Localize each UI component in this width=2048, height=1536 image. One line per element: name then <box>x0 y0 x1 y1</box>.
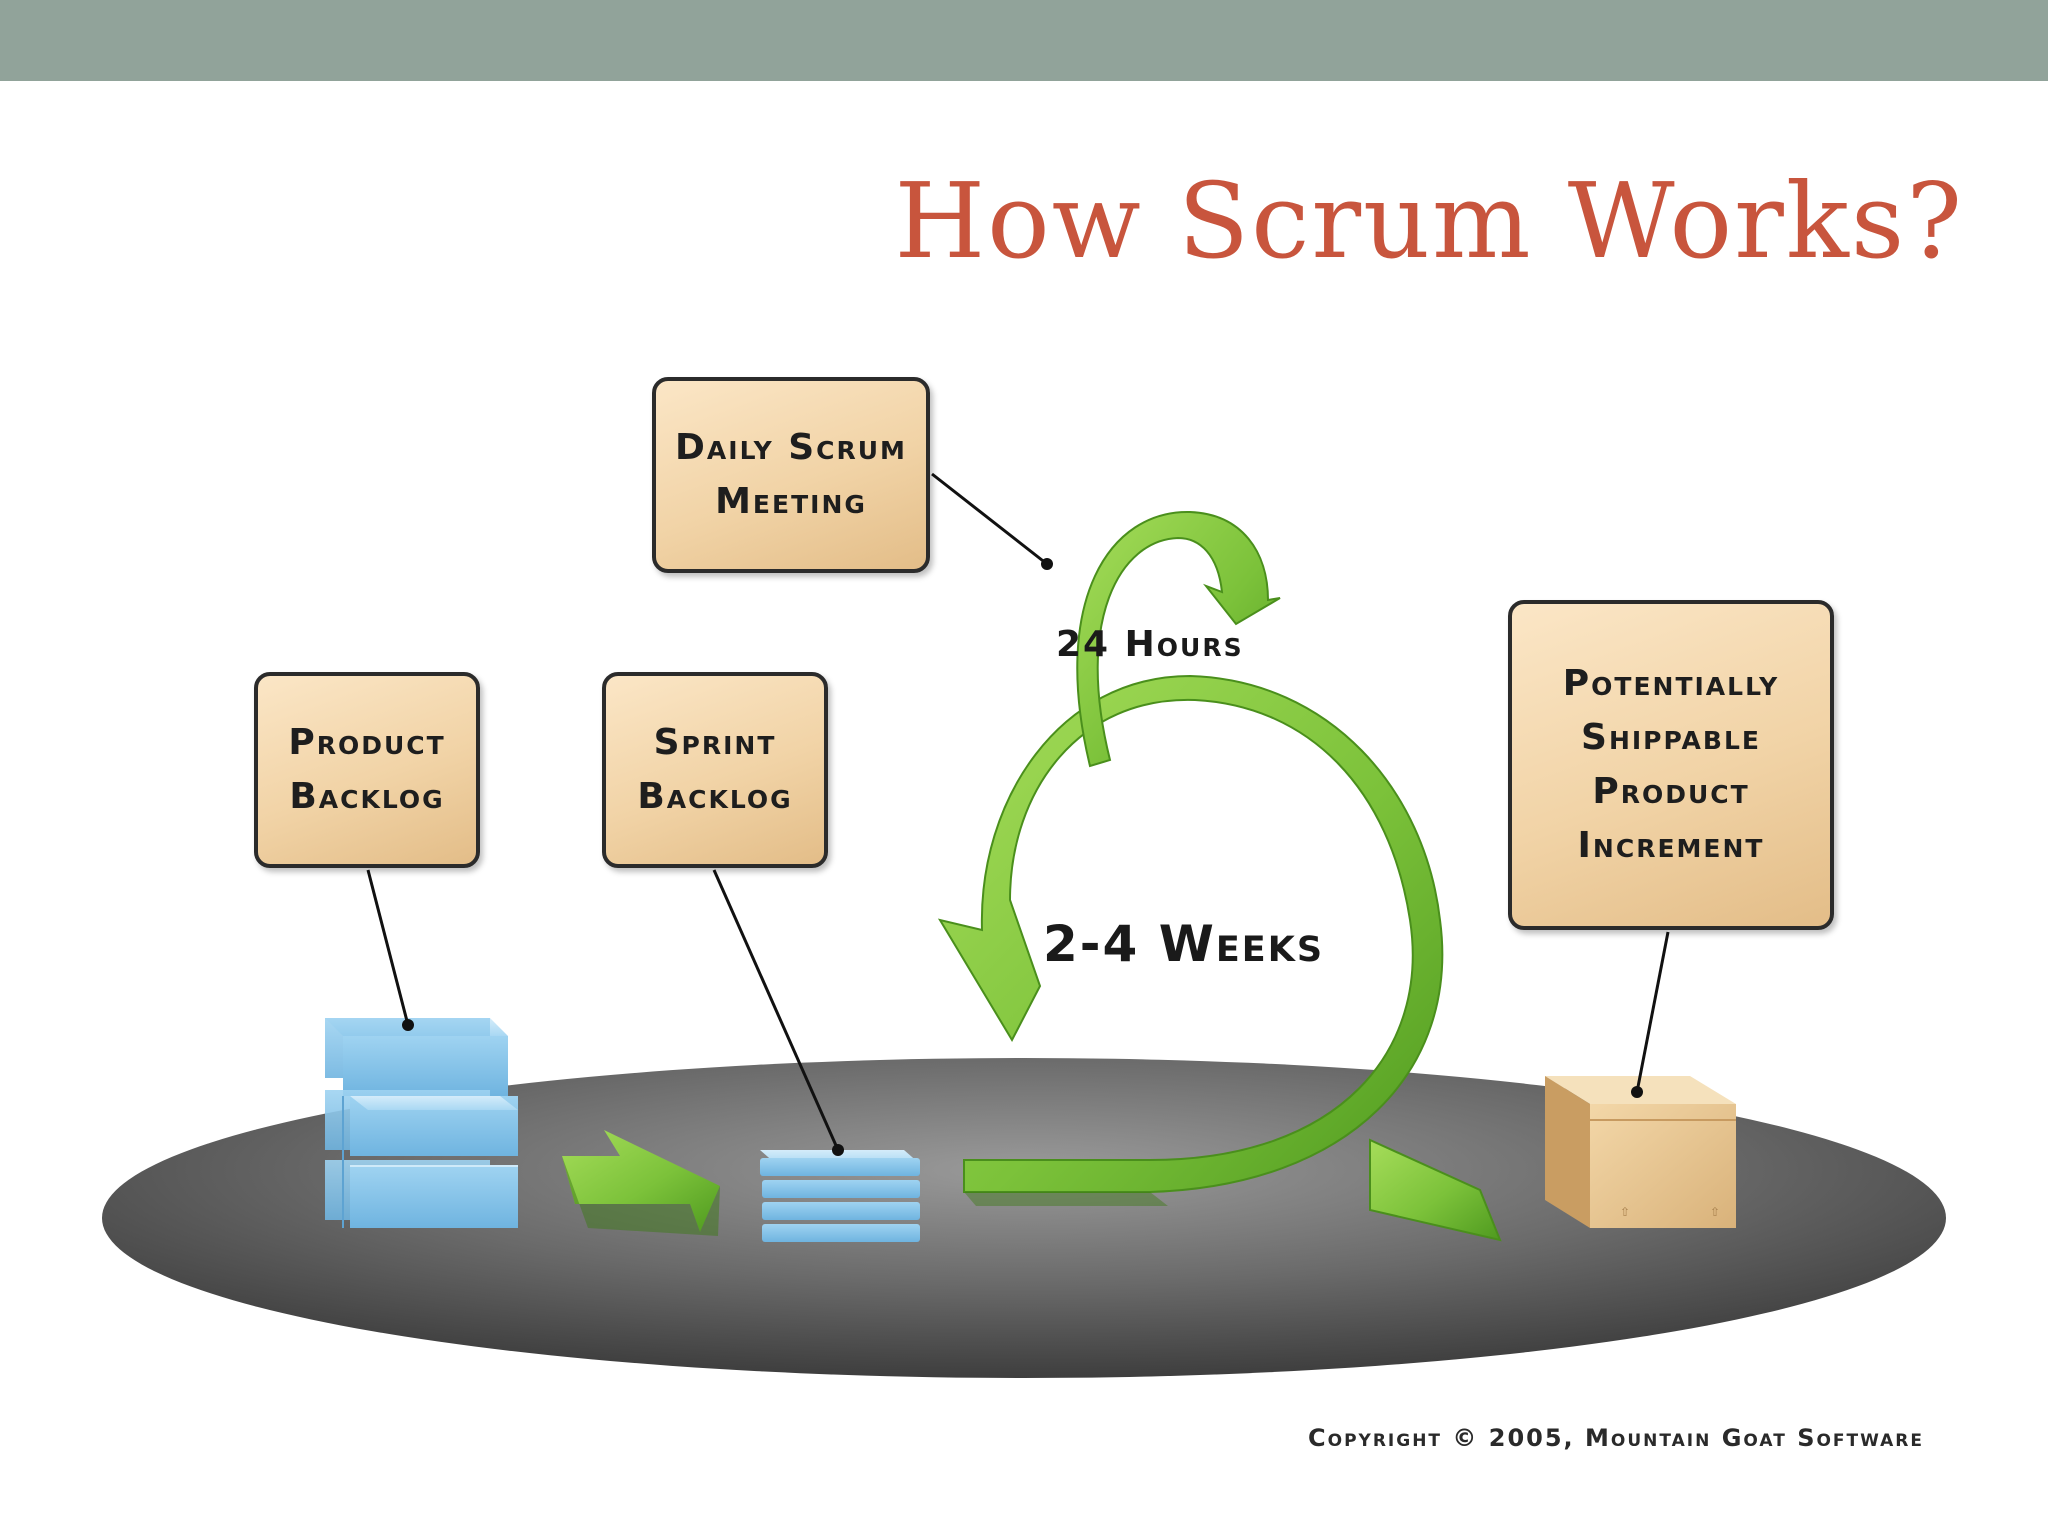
daily-scrum-label-line-2: Meeting <box>715 481 867 522</box>
increment-box: Potentially Shippable Product Increment <box>1508 600 1834 930</box>
sprint-loop-arrow-icon <box>937 674 1502 1242</box>
daily-cycle-label: 24 Hours <box>1056 624 1244 665</box>
top-bar <box>0 0 2048 81</box>
platform <box>102 1058 1946 1378</box>
product-backlog-label-line-2: Backlog <box>289 776 445 817</box>
svg-text:⇧: ⇧ <box>1620 1205 1630 1219</box>
sprint-backlog-stack-icon <box>760 1150 920 1242</box>
sprint-backlog-label-line-2: Backlog <box>637 776 793 817</box>
flow-arrow-icon <box>562 1130 720 1236</box>
sprint-backlog-label-line-1: Sprint <box>653 722 777 763</box>
svg-text:⇧: ⇧ <box>1710 1205 1720 1219</box>
increment-label-line-3: Product <box>1592 771 1750 812</box>
sprint-backlog-box: Sprint Backlog <box>602 672 828 868</box>
slide-title: How Scrum Works? <box>894 160 1964 282</box>
daily-scrum-box: Daily Scrum Meeting <box>652 377 930 573</box>
connector-lines <box>366 472 1670 1151</box>
copyright-notice: Copyright © 2005, Mountain Goat Software <box>1308 1424 1924 1452</box>
sprint-cycle-label: 2-4 Weeks <box>1043 915 1325 973</box>
shippable-box-icon: ⇧ ⇧ <box>1545 1076 1736 1228</box>
increment-label-line-2: Shippable <box>1581 717 1761 758</box>
product-backlog-box: Product Backlog <box>254 672 480 868</box>
increment-label-line-4: Increment <box>1577 825 1765 866</box>
daily-loop-arrow-icon <box>1076 510 1281 768</box>
connector-dots <box>402 558 1643 1156</box>
product-backlog-stack-icon <box>325 1018 518 1228</box>
product-backlog-label-line-1: Product <box>288 722 446 763</box>
increment-label-line-1: Potentially <box>1562 663 1780 704</box>
daily-scrum-label-line-1: Daily Scrum <box>675 427 907 468</box>
